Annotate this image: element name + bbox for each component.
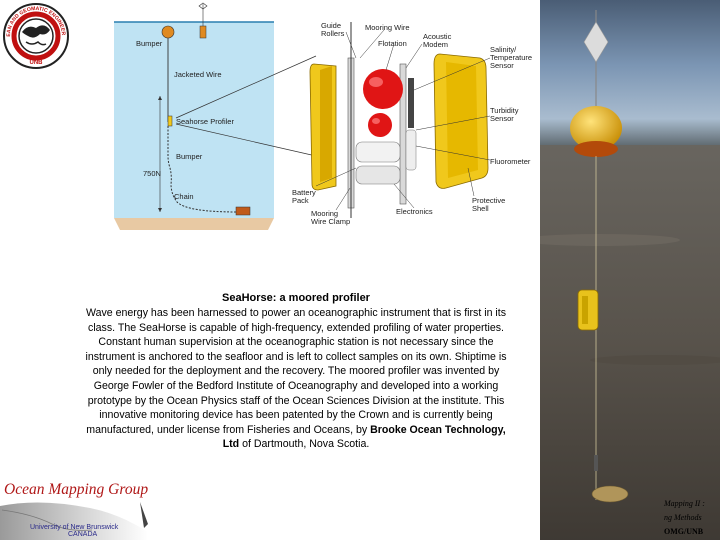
label-seahorse-profiler: Seahorse Profiler: [176, 117, 234, 126]
seahorse-profiler-mark: [167, 115, 173, 127]
ocean-mapping-swath-graphic: [0, 502, 148, 540]
article-body-end: of Dartmouth, Nova Scotia.: [239, 438, 370, 451]
label-guide-rollers: Guide Rollers: [321, 21, 345, 38]
label-flotation: Flotation: [378, 39, 407, 48]
label-chain: Chain: [174, 192, 194, 201]
electronics-cylinder: [355, 141, 401, 163]
label-fluorometer: Fluorometer: [490, 157, 531, 166]
profiler-exploded-view: [309, 22, 491, 218]
caption-line-3: OMG/UNB: [664, 527, 704, 536]
marker-buoy: [199, 25, 207, 39]
callout-lines: [175, 55, 317, 157]
sensor-probe: [408, 78, 414, 128]
article-body: Wave energy has been harnessed to power …: [80, 306, 512, 452]
anchor: [235, 206, 251, 216]
label-depth: 750N: [143, 169, 161, 178]
label-jacketed-wire: Jacketed Wire: [174, 70, 222, 79]
article-body-text: Wave energy has been harnessed to power …: [85, 307, 507, 436]
label-mooring-wire: Mooring Wire: [365, 23, 410, 32]
country-name: CANADA: [68, 531, 98, 538]
label-electronics: Electronics: [396, 207, 433, 216]
radar-reflector: [583, 21, 609, 63]
label-battery-pack: Battery Pack: [292, 188, 316, 205]
label-salinity-temperature-sensor: Salinity/ Temperature Sensor: [490, 45, 533, 70]
water-column: [114, 22, 274, 218]
ocean-geomatic-engineering-logo: OCEAN AND GEOMATIC ENGINEERING UNB: [2, 2, 69, 69]
label-mooring-wire-clamp: Mooring Wire Clamp: [311, 209, 351, 226]
label-bumper-bottom: Bumper: [176, 152, 203, 161]
label-acoustic-modem: Acoustic Modem: [423, 32, 452, 49]
seabed: [114, 218, 274, 230]
anchor-weight: [591, 485, 629, 503]
flotation-sphere-large: [363, 69, 403, 109]
label-bumper-top: Bumper: [136, 39, 163, 48]
university-name: University of New Brunswick: [30, 524, 119, 531]
article-title: SeaHorse: a moored profiler: [222, 292, 370, 304]
label-turbidity-sensor: Turbidity Sensor: [490, 106, 519, 123]
company-name: Brooke Ocean Technology, Ltd: [222, 423, 506, 451]
caption-line-2: ng Methods: [664, 513, 702, 522]
mooring-diagram: [114, 2, 274, 230]
surface-bumper: [161, 25, 175, 39]
caption-line-1: Mapping II :: [664, 499, 705, 508]
label-protective-shell: Protective Shell: [472, 196, 506, 213]
surface-float: [570, 106, 622, 150]
flotation-sphere-small: [368, 113, 392, 137]
logo-unb-text: UNB: [30, 60, 44, 66]
battery-cylinder: [355, 165, 401, 185]
ocean-mapping-group-title: Ocean Mapping Group: [4, 481, 149, 498]
chain-line: [167, 126, 247, 213]
profiler-3d-render-photo: [540, 0, 720, 540]
